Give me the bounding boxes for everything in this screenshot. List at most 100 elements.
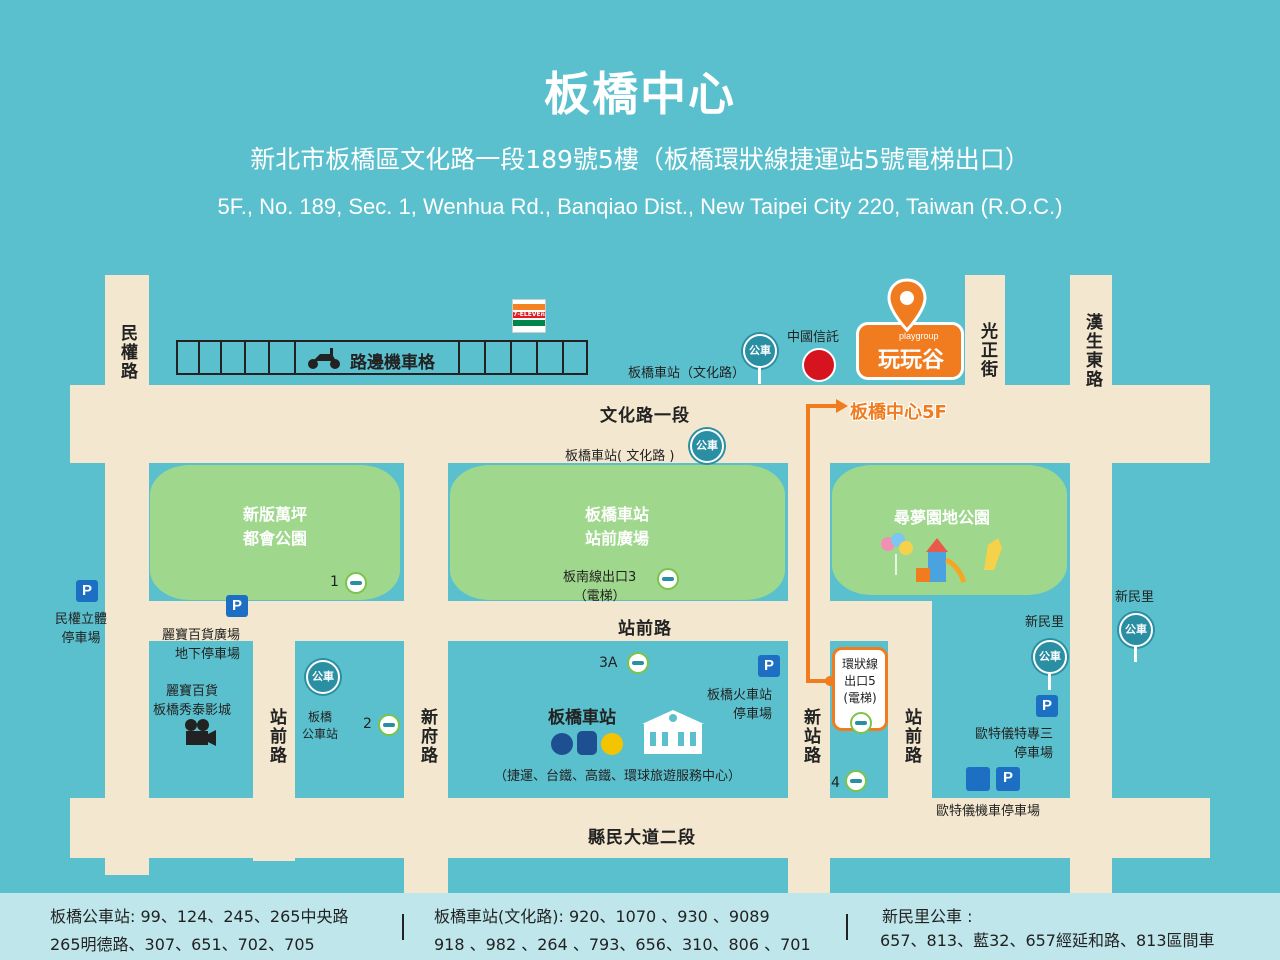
mrt-exit-icon [845, 770, 867, 792]
mrt-exit-3a-number: 3A [599, 655, 618, 671]
bus-stop-icon: 公車 [690, 429, 724, 463]
bus-routes-footer [0, 893, 1280, 960]
rail-parking-label: 板橋火車站 停車場 [707, 688, 773, 722]
hsr-logo-icon [601, 733, 623, 755]
bannan-exit-label: 板南線出口3 （電梯） [563, 570, 637, 604]
bus-stop-icon: 公車 [306, 660, 340, 694]
playground-icon [881, 533, 1002, 583]
scooter-parking-label: 路邊機車格 [350, 353, 435, 373]
bus-stop-pole [758, 368, 761, 384]
scooter-cell [176, 340, 200, 375]
bus-routes-col2-line1: 板橋車站(文化路): 920、1070 、930 、9089 [434, 907, 770, 926]
target-label: 板橋中心5F [850, 402, 947, 423]
movie-camera-icon [185, 719, 216, 746]
lihbao-cinema-label: 麗寶百貨 板橋秀泰影城 [153, 684, 232, 718]
mrt-exit-4-number: 4 [831, 775, 840, 791]
road-guangzheng-vertical [965, 275, 1005, 385]
scooter-cell [244, 340, 270, 375]
mrt-exit-icon [850, 712, 872, 734]
road-zhanqian-vertical-right [888, 601, 932, 821]
bus-routes-col1-line1: 板橋公車站: 99、124、245、265中央路 [50, 907, 349, 926]
park-dream-label: 尋夢園地公園 [893, 508, 990, 527]
parking-icon: P [758, 655, 780, 677]
scooter-cell [510, 340, 538, 375]
ctbc-logo [802, 348, 836, 382]
banqiao-bus-label: 板橋 公車站 [302, 710, 339, 741]
scooter-icon [308, 348, 340, 369]
road-guangzheng-label: 光正街 [977, 322, 997, 379]
mrt-exit-icon [657, 568, 679, 590]
bus-wenhua-mid-label: 板橋車站( 文化路 ) [565, 449, 675, 464]
road-minquan-label: 民權路 [117, 324, 137, 381]
road-xianmin-label: 縣民大道二段 [588, 828, 696, 848]
ctbc-label: 中國信託 [787, 330, 840, 345]
bus-stop-icon: 公車 [743, 334, 777, 368]
bus-stop-icon: 公車 [1119, 613, 1153, 647]
bus-stop-pole [1048, 674, 1051, 690]
station-label: 板橋車站 [548, 708, 616, 728]
bus-routes-col2-line2: 918 、982 、264 、793、656、310、806 、701 [434, 935, 811, 954]
mrt-logo-icon [551, 733, 573, 755]
park-station-square [450, 465, 785, 600]
road-wenhua [70, 385, 1210, 463]
address-chinese: 新北市板橋區文化路一段189號5樓（板橋環狀線捷運站5號電梯出口） [250, 145, 1030, 174]
road-zhanqian-label: 站前路 [618, 619, 672, 639]
mrt-exit-1-number: 1 [330, 574, 339, 590]
brand-small-text: playgroup [899, 331, 939, 341]
minquan-parking-label: 民權立體 停車場 [55, 612, 108, 646]
page-title: 板橋中心 [544, 67, 736, 121]
mrt-exit-icon [378, 714, 400, 736]
parking-icon: P [76, 580, 98, 602]
park-dream [832, 465, 1067, 595]
road-zhanqian-v-right-label: 站前路 [901, 708, 921, 765]
xinmin-li-label-2: 新民里 [1025, 615, 1065, 630]
footer-divider [846, 914, 848, 940]
circular-exit-label: 環狀線 出口5 (電梯) [841, 657, 878, 705]
road-xinfu-vertical [404, 385, 448, 893]
outi-moto-label: 歐特儀機車停車場 [936, 804, 1041, 819]
mrt-exit-icon [627, 652, 649, 674]
road-minquan-vertical [105, 275, 149, 875]
address-english: 5F., No. 189, Sec. 1, Wenhua Rd., Banqia… [217, 194, 1063, 219]
park-wanping-label: 新版萬坪 都會公園 [242, 505, 307, 548]
parking-icon: P [996, 767, 1020, 791]
scooter-cell [536, 340, 564, 375]
brand-marker: playgroup 玩玩谷 [856, 322, 964, 380]
train-icon [577, 731, 597, 755]
bus-routes-col1-line2: 265明德路、307、651、702、705 [50, 935, 315, 954]
scooter-cell [220, 340, 246, 375]
scooter-cell [458, 340, 486, 375]
road-xinzhan-label: 新站路 [800, 708, 820, 765]
bus-routes-col3-line1: 新民里公車 : [882, 907, 973, 926]
location-pin-icon [887, 278, 927, 333]
road-hansheng-label: 漢生東路 [1082, 313, 1102, 389]
scooter-cell [268, 340, 296, 375]
circular-exit-box: 環狀線 出口5 (電梯) [832, 647, 888, 731]
scooter-parking-icon [966, 767, 990, 791]
parking-icon: P [1036, 695, 1058, 717]
footer-divider [402, 914, 404, 940]
scooter-cell [484, 340, 512, 375]
bus-wenhua-top-label: 板橋車站（文化路） [628, 366, 746, 381]
road-wenhua-label: 文化路一段 [600, 406, 690, 426]
bus-stop-icon: 公車 [1033, 640, 1067, 674]
scooter-cell [562, 340, 588, 375]
road-xinfu-label: 新府路 [417, 708, 437, 765]
seven-eleven-logo: 7-ELEVEn [512, 299, 546, 333]
park-station-square-label: 板橋車站 站前廣場 [584, 505, 649, 548]
seven-eleven-text: 7-ELEVEn [513, 311, 545, 318]
mrt-exit-2-number: 2 [363, 716, 372, 732]
parking-icon: P [226, 595, 248, 617]
brand-name: 玩玩谷 [877, 348, 944, 373]
outi-parking-label: 歐特儀特專三 停車場 [975, 727, 1054, 761]
bus-routes-col3-line2: 657、813、藍32、657經延和路、813區間車 [880, 931, 1215, 950]
mrt-exit-icon [345, 572, 367, 594]
lihbao-parking-label: 麗寶百貨廣場 地下停車場 [162, 628, 241, 662]
road-hansheng-vertical [1070, 275, 1112, 893]
bus-stop-pole [1134, 646, 1137, 662]
xinmin-li-label-1: 新民里 [1115, 590, 1155, 605]
station-services-label: （捷運、台鐵、高鐵、環球旅遊服務中心） [494, 769, 742, 784]
road-zhanqian-vertical-left [253, 601, 295, 861]
scooter-cell [198, 340, 222, 375]
station-building-icon [642, 710, 704, 754]
